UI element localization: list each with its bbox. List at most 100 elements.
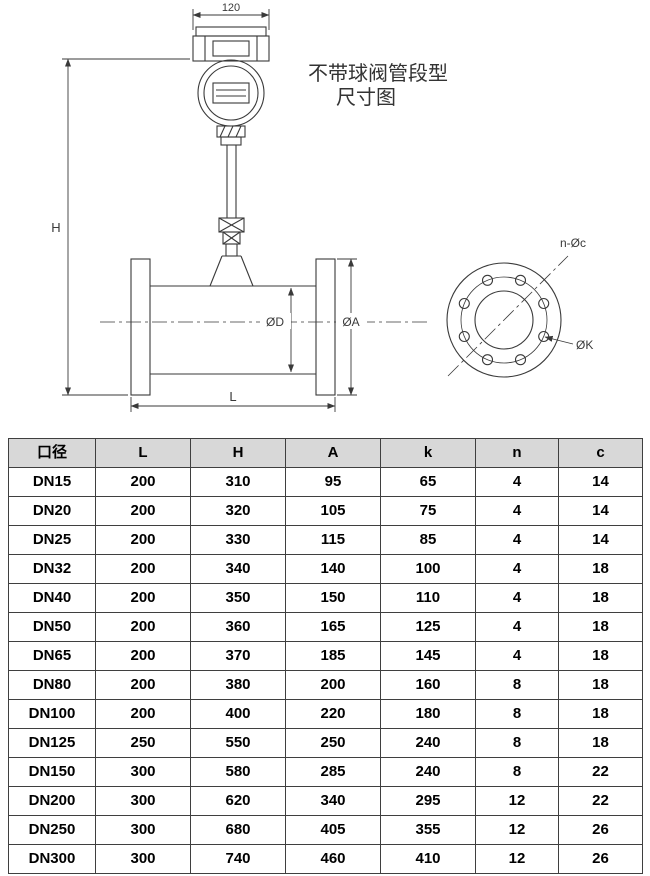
drawing-area: 不带球阀管段型 尺寸图 120 H ØD ØA L n-Øc ØK — [0, 0, 650, 437]
table-cell: 550 — [190, 728, 286, 758]
table-cell: 125 — [380, 612, 476, 642]
table-cell: 240 — [380, 757, 476, 787]
table-cell: 405 — [285, 815, 381, 845]
table-cell: 105 — [285, 496, 381, 526]
table-cell: 8 — [475, 699, 559, 729]
table-cell: 22 — [558, 786, 643, 816]
table-cell: 26 — [558, 815, 643, 845]
row-header-cell: DN80 — [8, 670, 96, 700]
column-header: k — [380, 438, 476, 468]
column-header: A — [285, 438, 381, 468]
table-cell: 380 — [190, 670, 286, 700]
table-cell: 200 — [95, 612, 191, 642]
table-cell: 4 — [475, 641, 559, 671]
table-cell: 200 — [95, 467, 191, 497]
row-header-cell: DN100 — [8, 699, 96, 729]
table-cell: 145 — [380, 641, 476, 671]
table-cell: 12 — [475, 786, 559, 816]
label-bolt-holes: n-Øc — [560, 236, 586, 250]
table-cell: 295 — [380, 786, 476, 816]
table-cell: 300 — [95, 757, 191, 787]
table-cell: 200 — [95, 525, 191, 555]
table-cell: 180 — [380, 699, 476, 729]
table-cell: 740 — [190, 844, 286, 874]
table-cell: 165 — [285, 612, 381, 642]
table-cell: 350 — [190, 583, 286, 613]
table-cell: 14 — [558, 496, 643, 526]
column-header: c — [558, 438, 643, 468]
table-cell: 18 — [558, 728, 643, 758]
table-cell: 300 — [95, 786, 191, 816]
table-cell: 360 — [190, 612, 286, 642]
table-cell: 4 — [475, 496, 559, 526]
table-cell: 300 — [95, 815, 191, 845]
table-cell: 110 — [380, 583, 476, 613]
row-header-cell: DN40 — [8, 583, 96, 613]
table-cell: 8 — [475, 757, 559, 787]
table-cell: 14 — [558, 467, 643, 497]
dim-label-A: ØA — [342, 315, 359, 329]
table-cell: 580 — [190, 757, 286, 787]
table-cell: 8 — [475, 670, 559, 700]
table-cell: 220 — [285, 699, 381, 729]
label-bolt-circle: ØK — [576, 338, 593, 352]
table-cell: 4 — [475, 583, 559, 613]
table-cell: 22 — [558, 757, 643, 787]
table-cell: 250 — [285, 728, 381, 758]
table-cell: 18 — [558, 583, 643, 613]
table-cell: 460 — [285, 844, 381, 874]
table-cell: 400 — [190, 699, 286, 729]
drawing-title-line2: 尺寸图 — [336, 86, 396, 109]
column-header: L — [95, 438, 191, 468]
table-cell: 185 — [285, 641, 381, 671]
table-cell: 340 — [285, 786, 381, 816]
column-header: n — [475, 438, 559, 468]
label-backing — [336, 313, 367, 329]
table-cell: 12 — [475, 844, 559, 874]
table-cell: 310 — [190, 467, 286, 497]
row-header-cell: DN25 — [8, 525, 96, 555]
table-cell: 18 — [558, 670, 643, 700]
table-cell: 12 — [475, 815, 559, 845]
row-header-cell: DN15 — [8, 467, 96, 497]
drawing-title-line1: 不带球阀管段型 — [308, 62, 448, 85]
table-cell: 18 — [558, 554, 643, 584]
table-cell: 8 — [475, 728, 559, 758]
table-cell: 620 — [190, 786, 286, 816]
row-header-cell: DN200 — [8, 786, 96, 816]
table-cell: 65 — [380, 467, 476, 497]
table-cell: 200 — [95, 699, 191, 729]
row-header-cell: DN300 — [8, 844, 96, 874]
dim-label-D: ØD — [266, 315, 284, 329]
table-cell: 200 — [285, 670, 381, 700]
table-cell: 680 — [190, 815, 286, 845]
table-cell: 320 — [190, 496, 286, 526]
table-cell: 26 — [558, 844, 643, 874]
row-header-cell: DN20 — [8, 496, 96, 526]
row-header-cell: DN125 — [8, 728, 96, 758]
row-header-cell: DN250 — [8, 815, 96, 845]
table-cell: 115 — [285, 525, 381, 555]
flange-face-view — [446, 255, 574, 378]
table-cell: 300 — [95, 844, 191, 874]
row-header-cell: DN50 — [8, 612, 96, 642]
table-cell: 200 — [95, 496, 191, 526]
row-header-cell: DN32 — [8, 554, 96, 584]
table-cell: 85 — [380, 525, 476, 555]
table-cell: 330 — [190, 525, 286, 555]
table-cell: 355 — [380, 815, 476, 845]
table-cell: 100 — [380, 554, 476, 584]
